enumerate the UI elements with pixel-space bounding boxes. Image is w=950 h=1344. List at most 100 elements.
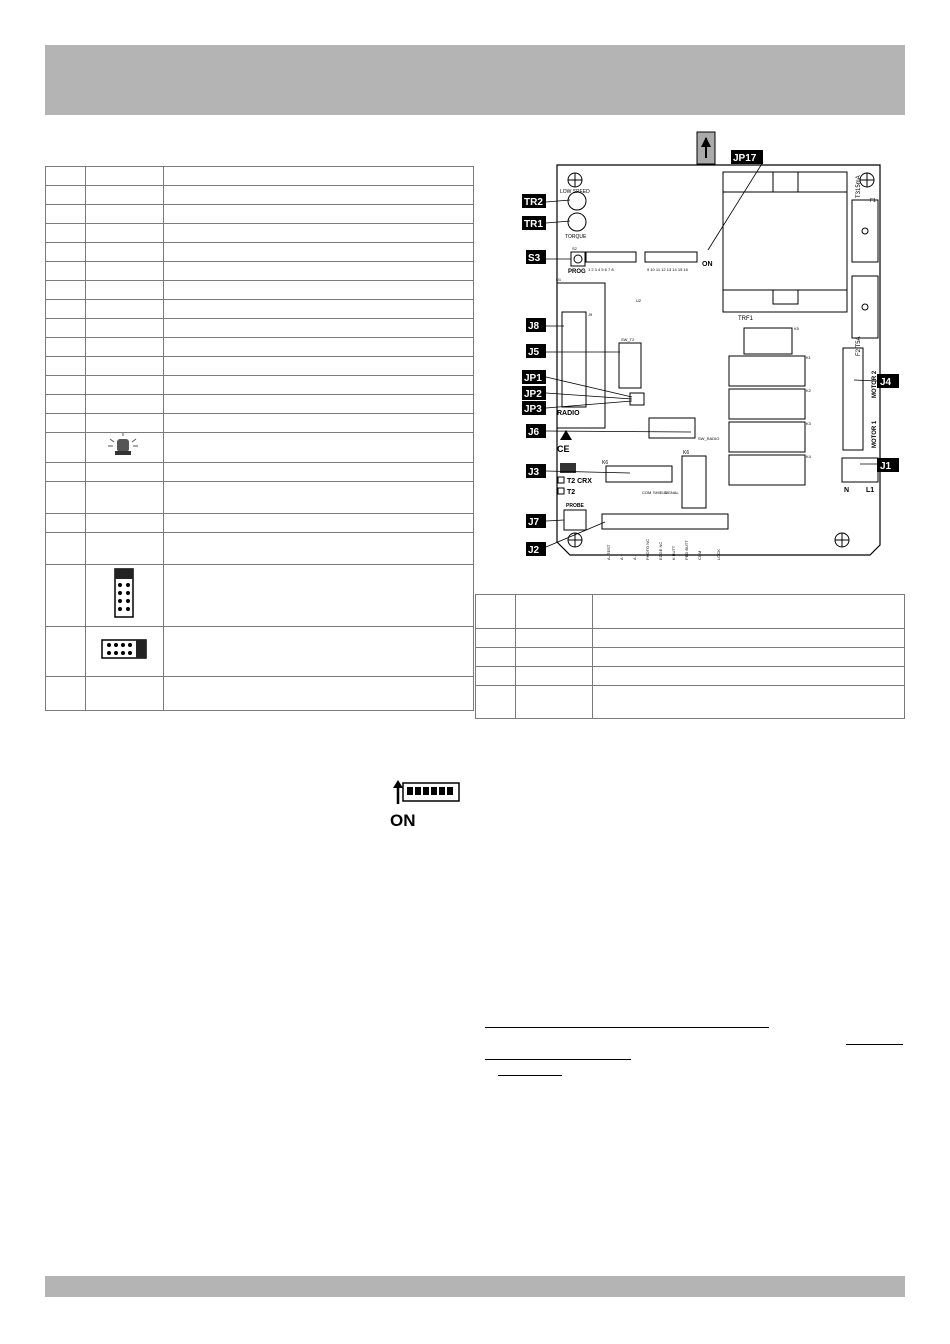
svg-text:K3: K3	[806, 421, 812, 426]
svg-text:K1: K1	[806, 355, 812, 360]
table-row	[45, 532, 475, 565]
svg-text:A -: A -	[632, 554, 637, 560]
callout-j1: J1	[880, 461, 892, 472]
connector-j7	[563, 509, 587, 531]
trimmer-tr1[interactable]	[567, 212, 587, 232]
fuse-f1	[851, 199, 879, 263]
svg-text:LOW SPEED: LOW SPEED	[560, 189, 590, 195]
terminal-j1	[841, 457, 879, 483]
dip-switch-on-symbol: ON	[390, 780, 460, 830]
svg-text:SW_T2: SW_T2	[621, 337, 635, 342]
svg-text:T315mA: T315mA	[856, 175, 862, 198]
prog-button[interactable]	[570, 251, 586, 267]
table-row	[45, 185, 475, 205]
callout-jp3: JP3	[524, 404, 542, 415]
connector-j8	[561, 311, 587, 408]
relay-k6	[681, 455, 707, 509]
callout-j5: J5	[528, 347, 540, 358]
arrow-up-icon	[393, 780, 403, 788]
callout-j2: J2	[528, 545, 540, 556]
table-row	[45, 394, 475, 414]
callout-jp2: JP2	[524, 389, 542, 400]
table-row	[475, 685, 906, 719]
trimmer-tr2[interactable]	[567, 191, 587, 211]
svg-text:K2: K2	[806, 388, 812, 393]
callout-s3: S3	[528, 253, 541, 264]
table-row	[45, 564, 475, 627]
table-row	[45, 280, 475, 300]
table-row	[45, 462, 475, 482]
svg-text:LOCK: LOCK	[716, 549, 721, 560]
terminal-j4	[842, 347, 864, 451]
table-row	[45, 223, 475, 243]
table-row	[475, 647, 906, 667]
table-row	[45, 432, 475, 463]
table-row	[475, 628, 906, 648]
transformer	[722, 171, 848, 313]
control-board-diagram: TRF1 T315mA F1 F2 T5A LOW SPEED TORQUE P…	[522, 131, 899, 560]
fuse-f2	[851, 275, 879, 339]
text-underline	[485, 1059, 631, 1060]
svg-text:F1: F1	[870, 198, 876, 204]
antenna-icon	[560, 463, 576, 473]
connector-j3	[605, 465, 673, 483]
svg-text:U2: U2	[636, 298, 642, 303]
svg-text:SW_RADIO: SW_RADIO	[698, 436, 719, 441]
svg-text:L1: L1	[866, 487, 874, 494]
svg-text:ON: ON	[390, 811, 416, 830]
dip-switch-block-1[interactable]	[585, 251, 637, 263]
callout-tr2: TR2	[524, 197, 543, 208]
svg-text:J9: J9	[588, 312, 593, 317]
terminal-j2	[601, 513, 729, 530]
svg-text:CE: CE	[557, 444, 570, 454]
table-row	[45, 676, 475, 711]
svg-text:K4: K4	[806, 454, 812, 459]
svg-text:K5: K5	[794, 326, 800, 331]
svg-text:TORQUE: TORQUE	[565, 234, 587, 240]
svg-text:K BUTT: K BUTT	[671, 545, 676, 560]
table-row	[45, 242, 475, 262]
table-row	[475, 666, 906, 686]
mounting-hole-icon	[567, 172, 875, 548]
callout-j7: J7	[528, 517, 540, 528]
connector-j5	[618, 342, 642, 389]
svg-text:A- TEST: A- TEST	[606, 544, 611, 560]
callout-j6: J6	[528, 427, 540, 438]
table-row	[45, 166, 475, 186]
table-row	[475, 594, 906, 629]
callout-j3: J3	[528, 467, 540, 478]
dip-switch-block-2[interactable]	[644, 251, 698, 263]
callout-tr1: TR1	[524, 219, 543, 230]
svg-text:1 2 3 4 5 6 7 8: 1 2 3 4 5 6 7 8	[588, 267, 614, 272]
relay-k4	[728, 454, 806, 486]
callout-jp1: JP1	[524, 373, 542, 384]
connector-j6	[648, 417, 696, 439]
jumper-horizontal-icon	[101, 639, 148, 659]
svg-text:U1: U1	[556, 277, 562, 282]
relay-k3	[728, 421, 806, 453]
svg-text:9 10 11 12 13 14 15 16: 9 10 11 12 13 14 15 16	[647, 267, 689, 272]
flashing-lamp-icon	[108, 433, 139, 455]
table-row	[45, 204, 475, 224]
table-row	[45, 481, 475, 514]
svg-text:K6: K6	[602, 460, 608, 466]
footer-bar	[45, 1276, 905, 1297]
text-underline	[846, 1044, 903, 1045]
svg-text:F2 T5A: F2 T5A	[856, 336, 862, 356]
svg-text:N: N	[844, 487, 849, 494]
svg-text:A +: A +	[619, 553, 624, 560]
svg-text:S2: S2	[572, 246, 578, 251]
table-row	[45, 513, 475, 533]
svg-text:RADIO: RADIO	[557, 410, 580, 417]
warning-icon	[560, 430, 572, 440]
relay-k2	[728, 388, 806, 420]
table-row	[45, 626, 475, 677]
text-underline	[498, 1075, 562, 1076]
jumper-vertical-icon	[114, 568, 135, 618]
table-row	[45, 413, 475, 433]
svg-text:COM: COM	[642, 490, 651, 495]
jumpers-jp[interactable]	[629, 392, 645, 406]
svg-text:COM: COM	[697, 551, 702, 560]
svg-text:PHOTO NC: PHOTO NC	[645, 539, 650, 560]
table-row	[45, 337, 475, 357]
